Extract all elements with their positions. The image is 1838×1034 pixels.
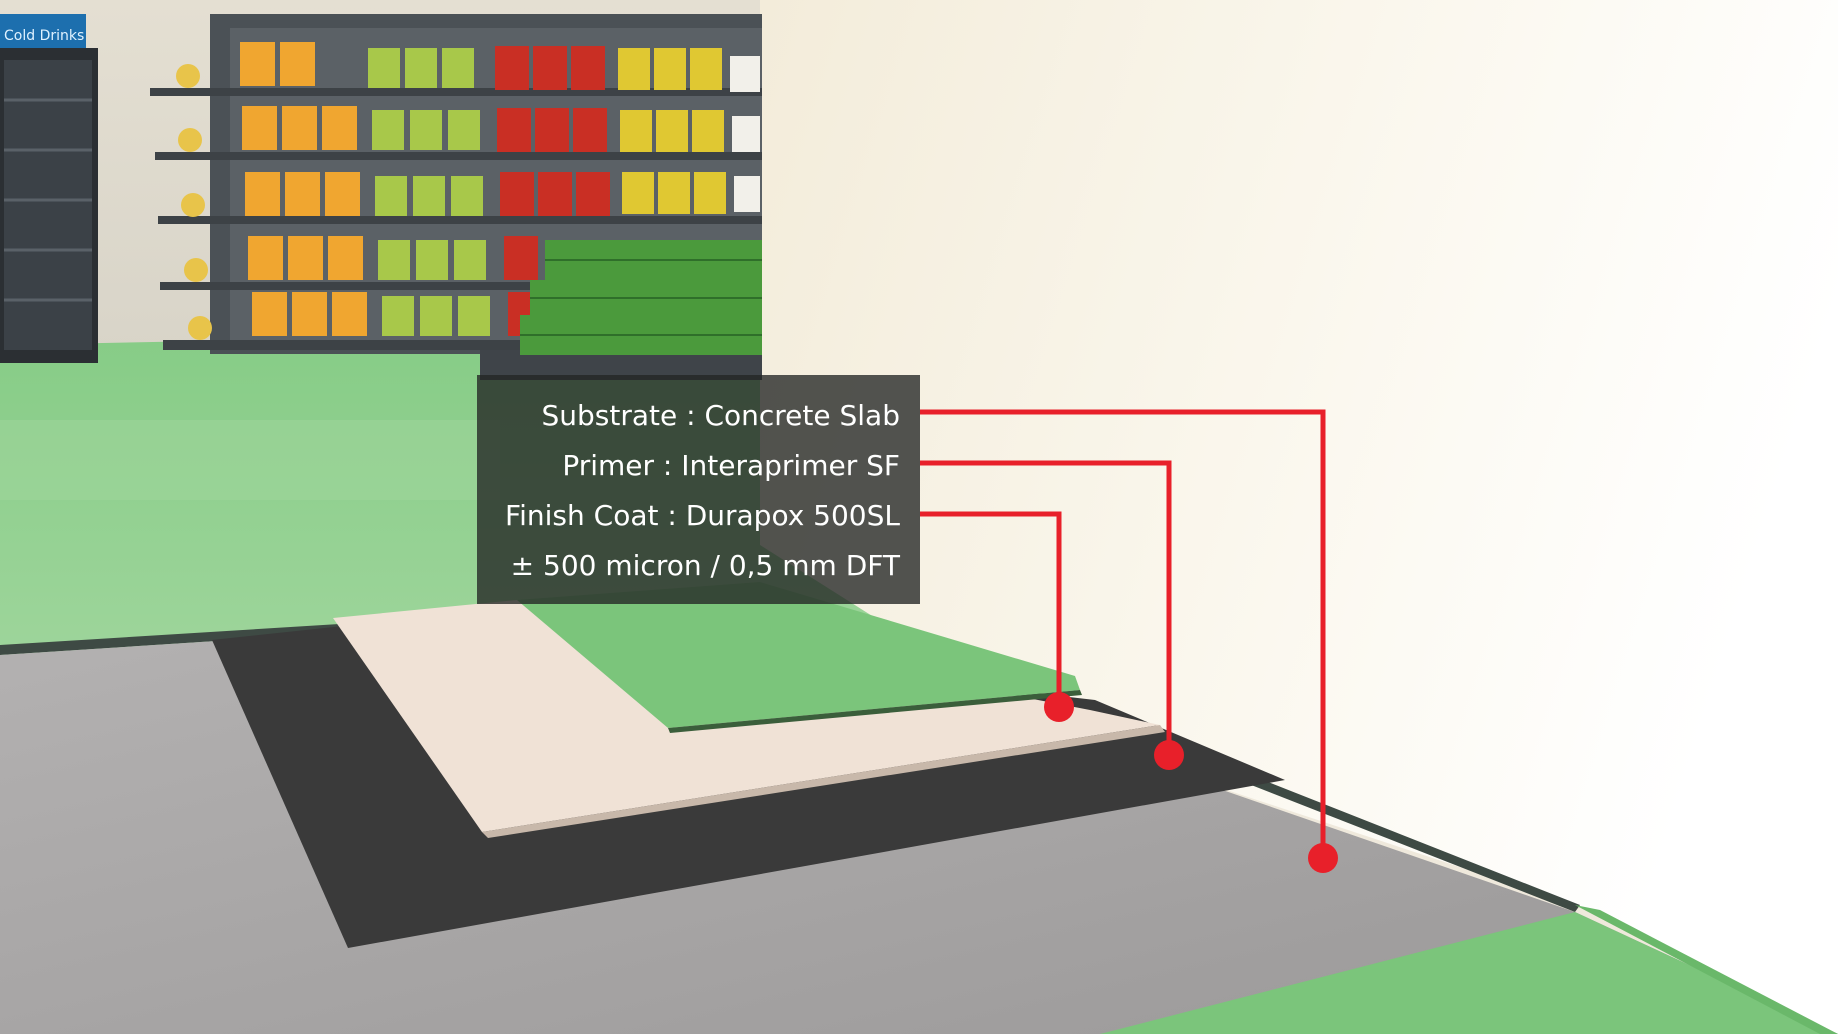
finish-callout-line	[920, 511, 1062, 707]
finish-callout-dot	[1044, 692, 1074, 722]
product-display-island	[480, 240, 762, 380]
finish-coat-layer	[517, 582, 1080, 728]
fridge-sign: Cold Drinks	[4, 28, 84, 44]
finish-coat-label: Finish Coat : Durapox 500SL	[505, 499, 900, 532]
primer-callout-dot	[1154, 740, 1184, 770]
substrate-callout-line	[920, 409, 1326, 858]
substrate-label: Substrate : Concrete Slab	[541, 399, 900, 432]
thickness-label: ± 500 micron / 0,5 mm DFT	[510, 549, 900, 582]
substrate-callout-dot	[1308, 843, 1338, 873]
primer-callout-line	[920, 460, 1172, 755]
layer-label-panel: Substrate : Concrete Slab Primer : Inter…	[477, 375, 920, 604]
primer-label: Primer : Interaprimer SF	[562, 449, 900, 482]
green-floor-front	[1100, 912, 1838, 1034]
drinks-fridge: Cold Drinks	[0, 14, 98, 363]
right-wall	[760, 0, 1838, 1034]
